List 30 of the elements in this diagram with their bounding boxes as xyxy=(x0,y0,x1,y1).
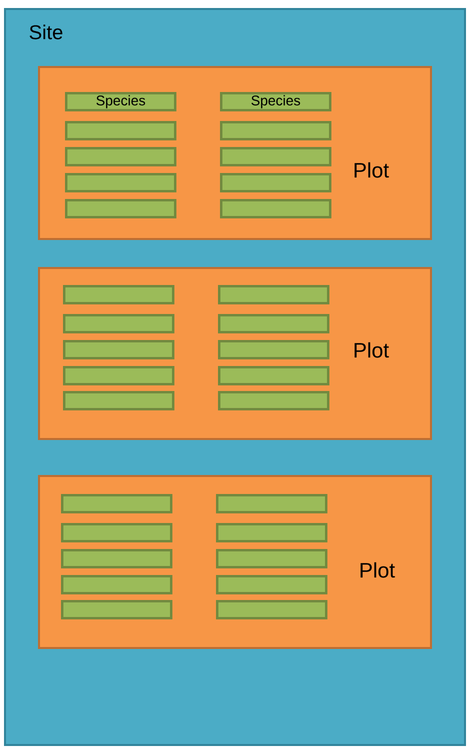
bar xyxy=(65,199,176,218)
bar xyxy=(61,523,172,542)
bar xyxy=(65,147,176,166)
bar xyxy=(61,575,172,594)
bar xyxy=(63,340,174,360)
species-bar: Species xyxy=(220,92,332,112)
bar xyxy=(65,121,176,140)
bar xyxy=(216,549,328,568)
bar xyxy=(216,494,328,514)
bar xyxy=(220,199,332,218)
bar xyxy=(218,285,330,304)
bar xyxy=(63,366,174,386)
bar xyxy=(218,366,330,386)
bar xyxy=(216,575,328,594)
bar xyxy=(220,147,332,166)
bar xyxy=(218,391,330,410)
bar xyxy=(65,173,176,192)
bar xyxy=(61,549,172,568)
bar xyxy=(218,314,330,334)
bar xyxy=(63,285,174,304)
bar xyxy=(63,314,174,334)
bar xyxy=(220,121,332,140)
bar xyxy=(220,173,332,192)
bar xyxy=(218,340,330,360)
bar xyxy=(61,600,172,620)
bar xyxy=(216,600,328,620)
bar xyxy=(216,523,328,542)
bar xyxy=(61,494,172,514)
bar xyxy=(63,391,174,410)
species-bar: Species xyxy=(65,92,176,112)
